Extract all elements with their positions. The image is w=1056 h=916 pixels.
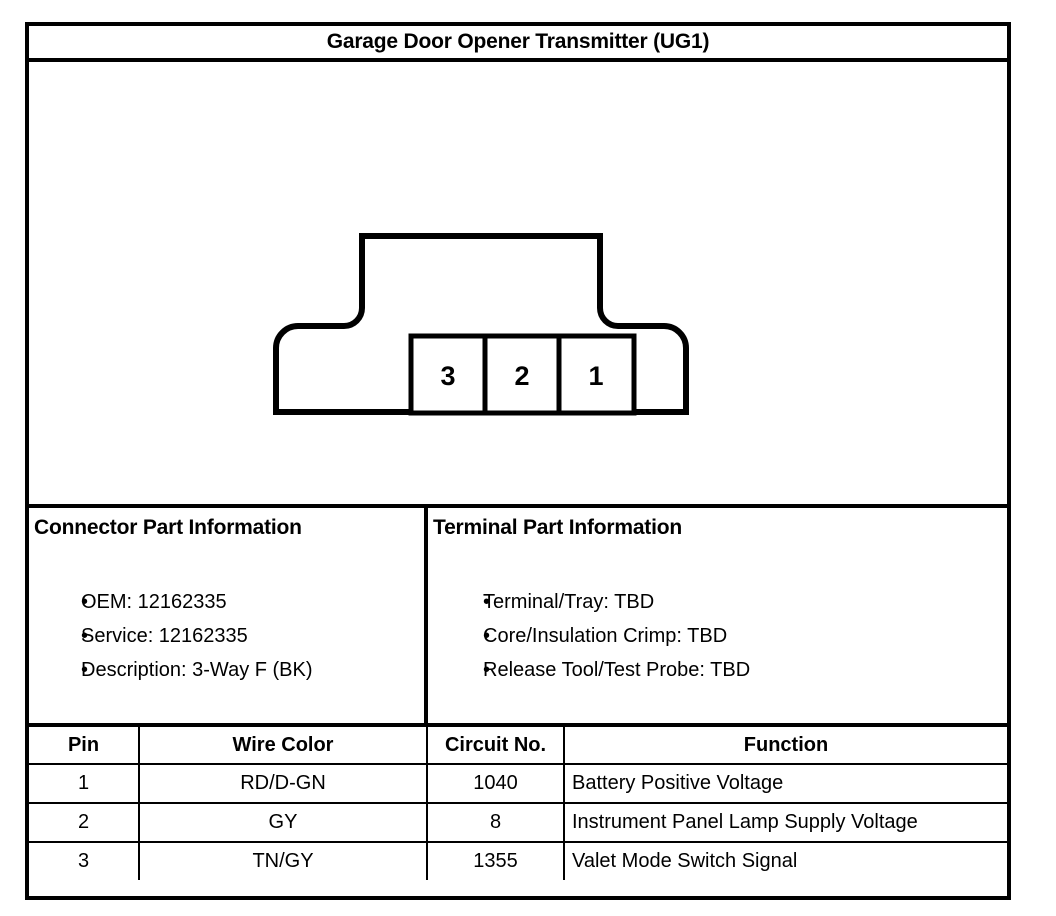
table-header-row: Pin Wire Color Circuit No. Function [29,727,1007,765]
cavity-label-2: 2 [514,361,529,391]
pin-assignment-table: Pin Wire Color Circuit No. Function 1 RD… [29,727,1007,880]
table-row: 2 GY 8 Instrument Panel Lamp Supply Volt… [29,802,1007,843]
cell-function: Battery Positive Voltage [563,763,1007,804]
part-information-row: Connector Part Information • OEM: 121623… [29,508,1007,727]
list-item-label: OEM: 12162335 [81,591,227,613]
cell-circuit-no: 8 [426,802,565,843]
table-row: 3 TN/GY 1355 Valet Mode Switch Signal [29,841,1007,880]
cavity-block-outline [408,333,637,416]
connector-drawing-area: 3 2 1 [29,62,1007,508]
connector-part-information-list: • OEM: 12162335 • Service: 12162335 • De… [29,585,424,687]
column-header-circuit-no: Circuit No. [426,727,565,765]
bullet-icon: • [81,625,89,647]
cavity-label-1: 1 [588,361,603,391]
bullet-icon: • [483,625,491,647]
connector-sheet: Garage Door Opener Transmitter (UG1) 3 2… [25,22,1011,900]
connector-part-information-panel: Connector Part Information • OEM: 121623… [29,508,428,723]
cell-wire-color: GY [138,802,428,843]
list-item-label: Release Tool/Test Probe: TBD [483,659,751,681]
list-item-label: Core/Insulation Crimp: TBD [483,625,728,647]
cell-pin: 3 [29,841,140,880]
connector-part-information-heading: Connector Part Information [34,516,302,539]
cavity-block: 3 2 1 [408,333,637,416]
cell-circuit-no: 1355 [426,841,565,880]
list-item: • Service: 12162335 [29,619,424,653]
bullet-icon: • [81,591,89,613]
list-item-label: Terminal/Tray: TBD [483,591,655,613]
column-header-function: Function [563,727,1007,765]
terminal-part-information-list: • Terminal/Tray: TBD • Core/Insulation C… [428,585,1007,687]
list-item: • Terminal/Tray: TBD [428,585,1007,619]
cell-pin: 1 [29,763,140,804]
list-item: • Core/Insulation Crimp: TBD [428,619,1007,653]
page-title: Garage Door Opener Transmitter (UG1) [326,30,710,53]
bullet-icon: • [483,659,491,681]
table-row: 1 RD/D-GN 1040 Battery Positive Voltage [29,763,1007,804]
list-item: • OEM: 12162335 [29,585,424,619]
list-item-label: Description: 3-Way F (BK) [81,659,313,681]
terminal-part-information-heading: Terminal Part Information [433,516,682,539]
column-header-pin: Pin [29,727,140,765]
bullet-icon: • [81,659,89,681]
terminal-part-information-panel: Terminal Part Information • Terminal/Tra… [428,508,1007,723]
cell-wire-color: TN/GY [138,841,428,880]
cell-function: Instrument Panel Lamp Supply Voltage [563,802,1007,843]
cell-wire-color: RD/D-GN [138,763,428,804]
list-item: • Release Tool/Test Probe: TBD [428,653,1007,687]
connector-face-view: 3 2 1 [273,233,689,416]
cavity-label-3: 3 [440,361,455,391]
cell-circuit-no: 1040 [426,763,565,804]
cell-function: Valet Mode Switch Signal [563,841,1007,880]
cell-pin: 2 [29,802,140,843]
list-item-label: Service: 12162335 [81,625,248,647]
sheet-title-bar: Garage Door Opener Transmitter (UG1) [29,26,1007,62]
bullet-icon: • [483,591,491,613]
column-header-wire-color: Wire Color [138,727,428,765]
list-item: • Description: 3-Way F (BK) [29,653,424,687]
